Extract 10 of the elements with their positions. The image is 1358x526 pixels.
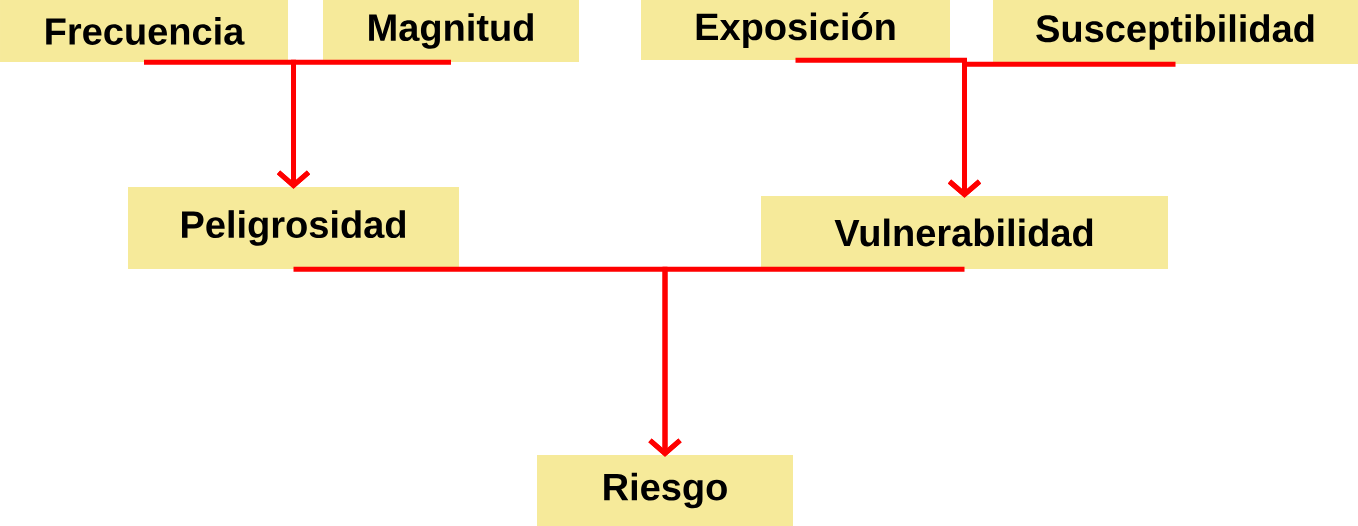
label-box: Exposición — [641, 0, 950, 60]
label-box: Susceptibilidad — [993, 0, 1358, 64]
arrow — [947, 61, 1176, 198]
label-box: Peligrosidad — [128, 187, 459, 269]
label-box: Riesgo — [537, 455, 793, 526]
label-box: Frecuencia — [0, 0, 288, 62]
label-box: Vulnerabilidad — [761, 196, 1168, 269]
arrow — [648, 266, 965, 457]
arrow — [276, 59, 451, 189]
label-box: Magnitud — [323, 0, 579, 62]
